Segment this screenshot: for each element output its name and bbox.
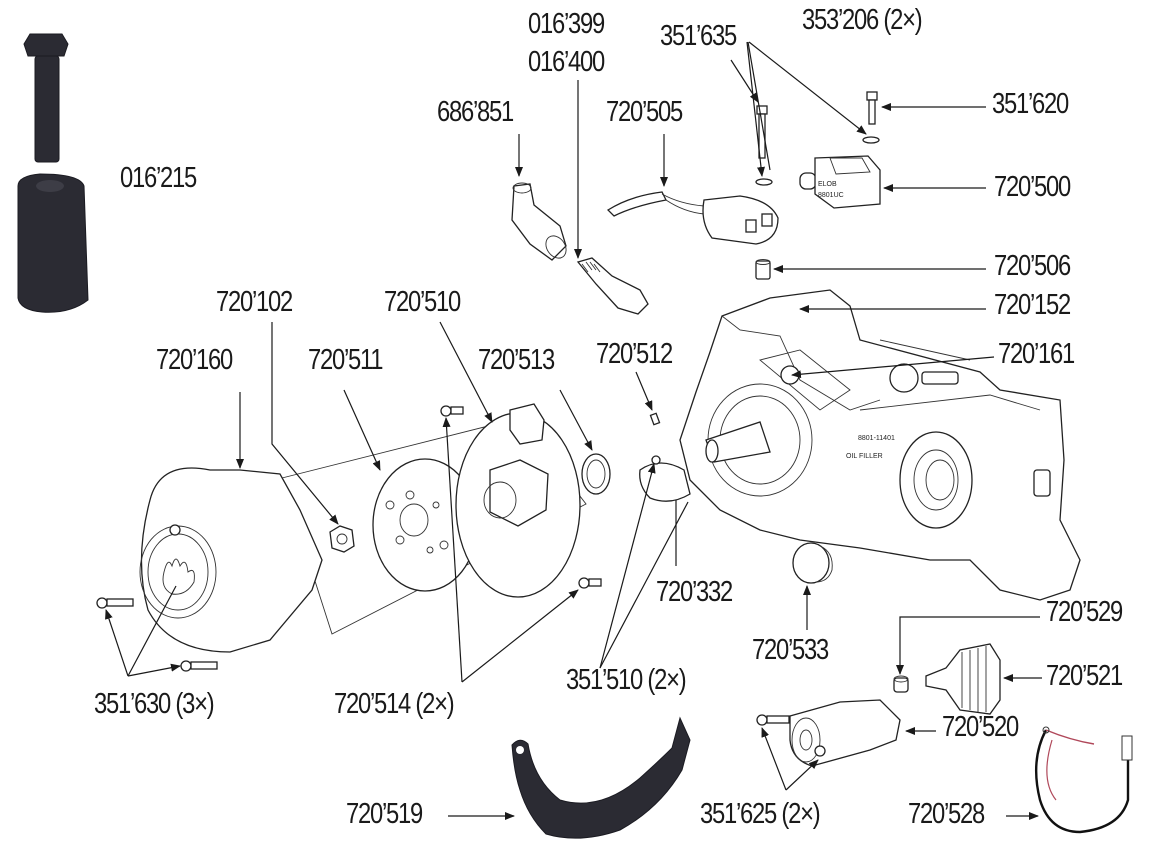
svg-text:OIL FILLER: OIL FILLER (846, 453, 883, 460)
pickup-cover (639, 455, 691, 502)
leader-lines (105, 41, 1042, 820)
cover-screw-b (180, 660, 218, 672)
label-720160: 720’160 (156, 344, 233, 376)
label-351625: 351’625 (2×) (700, 798, 821, 830)
stator (455, 403, 581, 598)
label-720500: 720’500 (994, 171, 1071, 203)
label-720521: 720’521 (1046, 660, 1123, 692)
label-720528: 720’528 (908, 798, 985, 830)
puller-sleeve (17, 173, 89, 313)
crankcase: 8801-11401 OIL FILLER (679, 289, 1081, 601)
washer-353206-a (755, 178, 773, 186)
label-351630: 351’630 (3×) (94, 688, 215, 720)
label-016400: 016’400 (528, 46, 605, 78)
label-720513: 720’513 (478, 344, 555, 376)
label-016215: 016’215 (120, 162, 197, 194)
spacer-sleeve (755, 259, 771, 280)
label-016399: 016’399 (528, 8, 605, 40)
label-720505: 720’505 (606, 96, 683, 128)
starter-cable (1035, 726, 1133, 834)
screw-351635 (756, 105, 768, 159)
starter-motor (789, 699, 901, 767)
ignition-coil (606, 191, 779, 245)
label-351510: 351’510 (2×) (566, 664, 687, 696)
puller-bolt (23, 33, 69, 163)
cover-plug (792, 542, 833, 584)
starter-bendix (925, 643, 1001, 715)
spark-plug-cap (511, 182, 567, 261)
stator-screw-b (578, 577, 602, 589)
label-720161: 720’161 (998, 338, 1075, 370)
label-720102: 720’102 (216, 286, 293, 318)
svg-text:8801UC: 8801UC (818, 192, 844, 199)
flywheel-nut (329, 525, 355, 553)
oil-seal (581, 453, 611, 495)
label-351635: 351’635 (660, 20, 737, 52)
screw-351620 (866, 91, 878, 125)
stator-screw-a (440, 405, 464, 417)
chain-guard-hole (516, 746, 524, 754)
label-720332: 720’332 (656, 576, 733, 608)
svg-text:ELOB: ELOB (818, 181, 837, 188)
label-720152: 720’152 (994, 289, 1071, 321)
label-720512: 720’512 (596, 338, 673, 370)
label-720533: 720’533 (752, 634, 829, 666)
label-720514: 720’514 (2×) (334, 688, 455, 720)
label-353206: 353’206 (2×) (802, 4, 923, 36)
label-720520: 720’520 (942, 711, 1019, 743)
flywheel-cover (139, 467, 323, 653)
woodruff-key (649, 412, 661, 426)
bushing (893, 675, 909, 693)
label-351620: 351’620 (992, 88, 1069, 120)
label-720510: 720’510 (384, 286, 461, 318)
spark-plug (576, 257, 649, 315)
label-720529: 720’529 (1046, 596, 1123, 628)
label-720519: 720’519 (346, 798, 423, 830)
cdi-unit: ELOB 8801UC (799, 155, 881, 209)
washer-353206-b (862, 136, 880, 144)
svg-text:8801-11401: 8801-11401 (858, 435, 895, 442)
label-720511: 720’511 (308, 344, 383, 376)
label-720506: 720’506 (994, 250, 1071, 282)
chain-guard (511, 716, 691, 839)
starter-screw-a (756, 714, 790, 726)
label-686851: 686’851 (437, 96, 514, 128)
cover-screw-a (96, 597, 134, 609)
